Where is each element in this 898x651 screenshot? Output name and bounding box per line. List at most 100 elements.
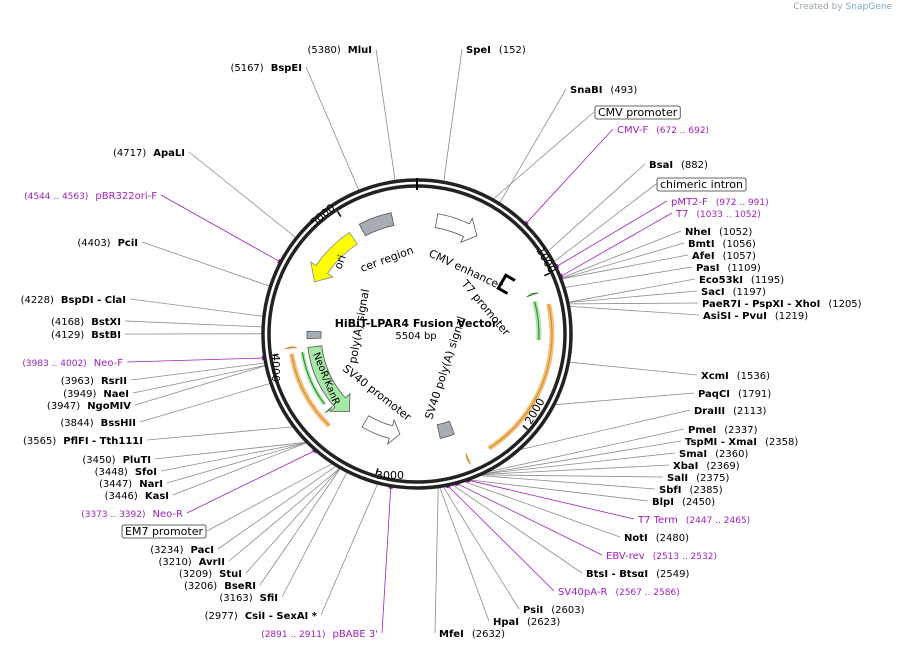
primer-site[interactable]: pBABE 3'(2891 .. 2911) (261, 629, 378, 640)
feature-polya-small[interactable] (306, 330, 322, 340)
leader-line (134, 365, 266, 406)
boxed-feature-label[interactable]: EM7 promoter (121, 524, 207, 539)
boxed-feature-label[interactable]: chimeric intron (656, 177, 747, 192)
feature-sv40-promoter[interactable] (361, 415, 401, 446)
enzyme-name: XbaI (673, 461, 698, 472)
enzyme-site[interactable]: PsiI(2603) (523, 605, 585, 616)
enzyme-site[interactable]: NaeI(3949) (63, 389, 129, 400)
feature-neo-green-line (301, 352, 325, 405)
enzyme-name: XcmI (701, 371, 729, 382)
feature-ori[interactable] (310, 231, 358, 283)
enzyme-site[interactable]: PacI(3234) (150, 545, 214, 556)
leader-line (554, 392, 695, 406)
enzyme-site[interactable]: StuI(3209) (179, 569, 242, 580)
primer-site[interactable]: pMT2-F(972 .. 991) (671, 197, 769, 208)
enzyme-site[interactable]: SbfI(2385) (659, 485, 723, 496)
primer-site[interactable]: EBV-rev(2513 .. 2532) (606, 551, 717, 562)
enzyme-site[interactable]: BssHII(3844) (60, 418, 136, 429)
enzyme-site[interactable]: BstXI(4168) (51, 317, 121, 328)
leader-line (434, 487, 439, 634)
enzyme-position: (3446) (105, 491, 138, 502)
enzyme-site[interactable]: SfiI(3163) (219, 593, 278, 604)
primer-mark (524, 220, 529, 226)
enzyme-site[interactable]: BsaI(882) (649, 160, 708, 171)
enzyme-site[interactable]: KasI (3446) (105, 491, 169, 502)
boxed-label-text: chimeric intron (660, 178, 743, 191)
enzyme-site[interactable]: NotI(2480) (624, 533, 689, 544)
enzyme-position: (3210) (158, 557, 191, 568)
enzyme-site[interactable]: SfoI(3448) (95, 467, 157, 478)
enzyme-site[interactable]: BmtI(1056) (688, 239, 756, 250)
leader-line (520, 409, 691, 450)
enzyme-site[interactable]: BstBI(4129) (51, 330, 121, 341)
enzyme-site[interactable]: RsrII(3963) (61, 376, 127, 387)
leader-line (468, 479, 635, 520)
enzyme-site[interactable]: AvrII(3210) (158, 557, 225, 568)
enzyme-site[interactable]: Eco53kI(1195) (699, 275, 784, 286)
primer-position: (4544 .. 4563) (24, 192, 88, 202)
enzyme-site[interactable]: NarI(3447) (99, 479, 163, 490)
enzyme-name: PmeI (688, 425, 716, 436)
enzyme-site[interactable]: BtsI - BtsαI(2549) (586, 569, 689, 580)
primer-site[interactable]: CMV-F(672 .. 692) (617, 125, 709, 136)
enzyme-site[interactable]: PciI(4403) (77, 238, 138, 249)
enzyme-site[interactable]: SmaI(2360) (679, 449, 748, 460)
feature-cmv-enhancer[interactable] (434, 213, 478, 243)
enzyme-site[interactable]: PaeR7I - PspXI - XhoI(1205) (702, 299, 862, 310)
enzyme-site[interactable]: TspMI - XmaI(2358) (685, 437, 798, 448)
enzyme-site[interactable]: HpaI(2623) (493, 617, 560, 628)
primer-site[interactable]: SV40pA-R(2567 .. 2586) (558, 587, 680, 598)
tick-label: 4000 (269, 354, 282, 382)
enzyme-site[interactable]: NgoMIV(3947) (47, 401, 131, 412)
leader-lines (124, 48, 700, 634)
primer-site[interactable]: T7 Term(2447 .. 2465) (637, 515, 750, 526)
primer-name: Neo-F (94, 358, 124, 369)
tick-mark (543, 272, 551, 277)
leader-line (228, 467, 340, 562)
enzyme-position: (4717) (113, 148, 146, 159)
enzyme-site[interactable]: SacI(1197) (701, 287, 766, 298)
enzyme-site[interactable]: XcmI(1536) (701, 371, 770, 382)
primer-mark (388, 486, 393, 490)
enzyme-site[interactable]: BspDI - ClaI(4228) (21, 295, 126, 306)
enzyme-site[interactable]: XbaI(2369) (673, 461, 740, 472)
enzyme-site[interactable]: ApaLI(4717) (113, 148, 185, 159)
feature-sv40-polya[interactable] (436, 420, 455, 439)
leader-line (245, 468, 341, 574)
enzyme-site[interactable]: MluI(5380) (308, 45, 372, 56)
enzyme-position: (3206) (184, 581, 217, 592)
leader-line (443, 48, 463, 182)
primer-site[interactable]: Neo-F(3983 .. 4002) (22, 358, 123, 369)
primer-mark (560, 273, 564, 279)
leader-line (141, 241, 270, 287)
enzyme-site[interactable]: PasI(1109) (696, 263, 761, 274)
enzyme-site[interactable]: SpeI(152) (466, 45, 526, 56)
enzyme-name: KasI (145, 491, 169, 502)
enzyme-site[interactable]: PaqCI(1791) (698, 389, 771, 400)
primer-site[interactable]: pBR322ori-F(4544 .. 4563) (24, 191, 157, 202)
feature-neor-kanr[interactable] (307, 345, 351, 413)
enzyme-site[interactable]: DraIII(2113) (694, 406, 767, 417)
boxed-feature-label[interactable]: CMV promoter (594, 105, 681, 120)
enzyme-site[interactable]: PflFI - Tth111I(3565) (23, 436, 143, 447)
enzyme-site[interactable]: PluTI(3450) (82, 455, 151, 466)
enzyme-site[interactable]: CsiI - SexAI *(2977) (205, 611, 318, 622)
enzyme-site[interactable]: BseRI(3206) (184, 581, 256, 592)
enzyme-site[interactable]: BspEI(5167) (230, 63, 302, 74)
enzyme-name: NaeI (103, 389, 129, 400)
primer-site[interactable]: Neo-R(3373 .. 3392) (81, 509, 183, 520)
enzyme-site[interactable]: PmeI(2337) (688, 425, 758, 436)
enzyme-site[interactable]: BlpI(2450) (652, 497, 715, 508)
enzyme-site[interactable]: SalI(2375) (667, 473, 729, 484)
enzyme-site[interactable]: AsiSI - PvuI(1219) (703, 311, 808, 322)
enzyme-site[interactable]: SnaBI(493) (570, 85, 637, 96)
primer-site[interactable]: T7(1033 .. 1052) (675, 209, 761, 220)
enzyme-site[interactable]: NheI(1052) (685, 227, 752, 238)
leader-line (188, 151, 296, 238)
enzyme-site[interactable]: AfeI(1057) (692, 251, 756, 262)
enzyme-position: (1791) (738, 389, 771, 400)
leader-line (569, 361, 698, 376)
primer-mark (277, 258, 281, 264)
feature-cer-region[interactable] (358, 212, 395, 237)
enzyme-site[interactable]: MfeI(2632) (439, 629, 505, 640)
